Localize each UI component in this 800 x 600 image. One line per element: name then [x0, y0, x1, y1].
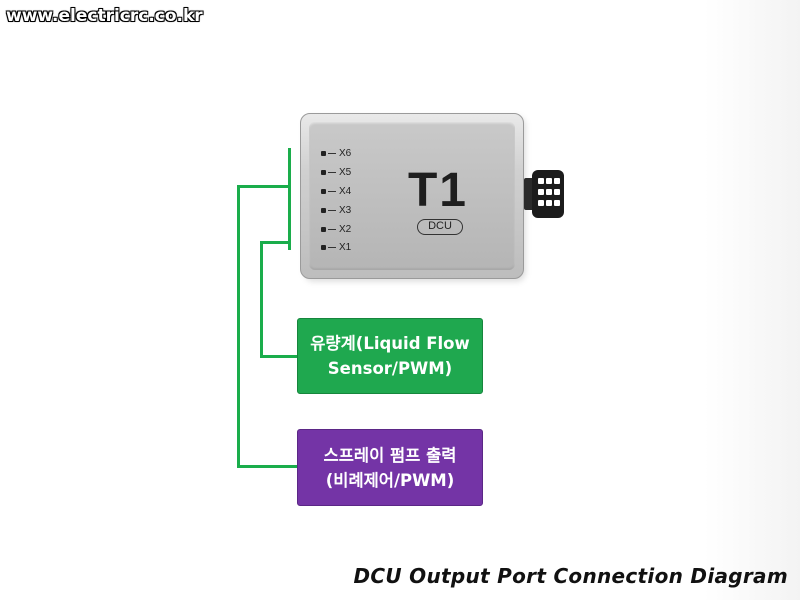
flow-sensor-label-line1: 유량계(Liquid Flow [310, 334, 470, 353]
port-pin-icon [321, 188, 326, 194]
connector-pin-icon [538, 178, 544, 184]
connector-body [532, 170, 564, 218]
spray-pump-label-line2: (비례제어/PWM) [325, 470, 455, 490]
port-label: X5 [339, 166, 352, 178]
port-pin-icon [321, 150, 326, 156]
connector-pin-icon [554, 200, 560, 206]
port-label: X3 [339, 204, 352, 216]
wire-x1-horizontal [260, 241, 291, 244]
device-badge: DCU [417, 219, 463, 235]
port-lead [328, 171, 336, 173]
port-x2: X2 [321, 222, 351, 236]
port-pin-icon [321, 244, 326, 250]
port-x3: X3 [321, 203, 351, 217]
spray-pump-box: 스프레이 펌프 출력 (비례제어/PWM) [297, 429, 483, 506]
diagram-caption: DCU Output Port Connection Diagram [353, 564, 788, 588]
port-label: X2 [339, 223, 352, 235]
connector-pin-icon [546, 200, 552, 206]
flow-sensor-box: 유량계(Liquid Flow Sensor/PWM) [297, 318, 483, 394]
connector-pin-icon [546, 178, 552, 184]
port-x4: X4 [321, 184, 351, 198]
port-lead [328, 152, 336, 154]
port-label: X1 [339, 241, 352, 253]
port-label: X4 [339, 185, 352, 197]
connector-pin-icon [538, 189, 544, 195]
port-x1: X1 [321, 240, 351, 254]
device-face: X6 X5 X4 X3 X2 X1 T1 DCU [309, 122, 515, 270]
wire-x1-to-box [260, 355, 298, 358]
connector-pin-icon [554, 189, 560, 195]
bracket-wire-vertical [288, 148, 291, 250]
flow-sensor-label-line2: Sensor/PWM) [327, 359, 453, 378]
port-pin-icon [321, 169, 326, 175]
port-label: X6 [339, 147, 352, 159]
port-x5: X5 [321, 165, 351, 179]
port-lead [328, 190, 336, 192]
port-pin-icon [321, 226, 326, 232]
website-watermark: www.electricrc.co.kr [6, 6, 203, 26]
device-logo: T1 [407, 164, 468, 217]
spray-pump-label-line1: 스프레이 펌프 출력 [323, 445, 457, 465]
port-lead [328, 209, 336, 211]
connector-pin-icon [538, 200, 544, 206]
wire-x1-vertical [260, 241, 263, 357]
wire-spray-horizontal-top [237, 185, 291, 188]
dcu-device: X6 X5 X4 X3 X2 X1 T1 DCU [300, 113, 524, 279]
port-lead [328, 228, 336, 230]
connector-pin-icon [546, 189, 552, 195]
connector-base [524, 178, 534, 210]
wire-spray-vertical [237, 185, 240, 468]
port-pin-icon [321, 207, 326, 213]
connector-pin-icon [554, 178, 560, 184]
port-lead [328, 246, 336, 248]
connector-plug-icon [524, 168, 568, 220]
wire-spray-to-box [237, 465, 298, 468]
port-x6: X6 [321, 146, 351, 160]
